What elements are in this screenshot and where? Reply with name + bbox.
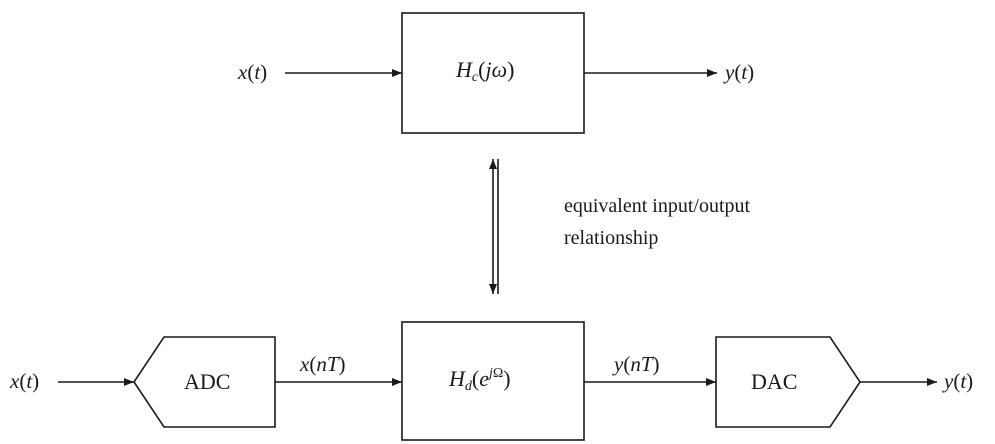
sampled-output-label: y(nT): [614, 352, 660, 376]
bottom-output-label: y(t): [944, 369, 974, 393]
top-output-label: y(t): [725, 60, 755, 84]
dac-block: [715, 336, 861, 428]
equivalence-note: equivalent input/output relationship: [564, 190, 750, 254]
continuous-filter-label: Hc(jω): [456, 57, 515, 85]
adc-label: ADC: [184, 369, 231, 394]
dac-label: DAC: [751, 369, 798, 394]
equivalence-note-line-2: relationship: [564, 227, 659, 249]
discrete-filter-label: Hd(ejΩ): [449, 366, 511, 394]
sampled-input-label: x(nT): [300, 352, 346, 376]
equivalence-note-line-1: equivalent input/output: [564, 195, 751, 217]
top-input-label: x(t): [238, 60, 268, 84]
discrete-filter-block: [401, 321, 585, 441]
bottom-input-label: x(t): [10, 369, 40, 393]
